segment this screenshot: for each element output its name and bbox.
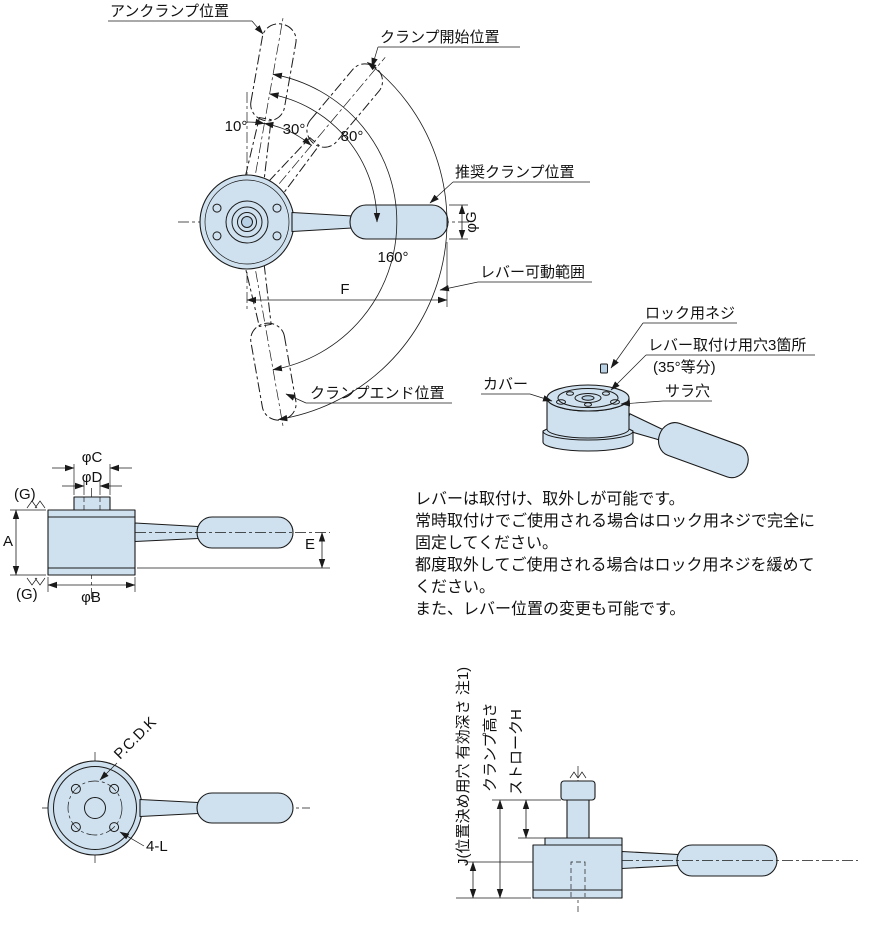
positioning-hole: [70, 783, 81, 794]
svg-text:ロック用ネジ: ロック用ネジ: [645, 305, 735, 322]
note-line: 固定してください。: [415, 534, 558, 552]
positioning-hole: [70, 822, 81, 833]
svg-text:レバー可動範囲: レバー可動範囲: [480, 263, 585, 281]
label-4-l: 4-L: [119, 831, 168, 855]
label-recommended-clamp-position: 推奨クランプ位置: [429, 164, 590, 204]
iso-body: [542, 363, 634, 452]
dim-label-phi-c: φC: [82, 449, 103, 466]
svg-text:4-L: 4-L: [146, 838, 168, 855]
label-clamp-end-position: クランプエンド位置: [285, 385, 452, 404]
thread-symbol: [26, 500, 46, 509]
side-body: [47, 509, 136, 569]
lever-recommended-position: [291, 204, 449, 240]
arc-lever-sweep: [277, 61, 448, 422]
label-unclamp-position: アンクランプ位置: [108, 3, 264, 35]
bottom-body: [47, 760, 143, 856]
svg-text:アンクランプ位置: アンクランプ位置: [110, 3, 229, 20]
dim-label-f: F: [340, 281, 349, 298]
label-cover: カバー: [481, 376, 553, 402]
svg-text:カバー: カバー: [483, 376, 528, 393]
mount-hole: [212, 231, 222, 241]
positioning-hole: [109, 783, 120, 794]
countersunk-hole: [610, 399, 620, 405]
lever-mount-hole: [584, 402, 592, 407]
stroke-body: [532, 844, 623, 899]
lever-mount-hole: [566, 391, 574, 396]
side-section-view: φC φD (G) A (G) φB E: [3, 449, 330, 606]
cover-edge: [557, 388, 619, 408]
svg-text:レバー取付け用穴3箇所: レバー取付け用穴3箇所: [648, 337, 806, 354]
svg-text:P.C.D.K: P.C.D.K: [111, 714, 160, 763]
rod-cap: [560, 780, 596, 801]
dim-label-e: E: [305, 536, 315, 553]
isometric-view: ロック用ネジ レバー取付け用穴3箇所 (35°等分) サラ穴 カバー: [481, 305, 815, 479]
dim-label-g-top: (G): [14, 486, 36, 503]
angle-label-30: 30°: [283, 121, 306, 138]
dim-label-j: J(位置決め用穴 有効深さ 注1): [455, 667, 472, 866]
label-clamp-start-position: クランプ開始位置: [371, 29, 520, 68]
center-hole: [84, 797, 106, 819]
positioning-hole-hidden: [570, 861, 586, 897]
svg-text:クランプ開始位置: クランプ開始位置: [380, 29, 500, 46]
label-lock-screw: ロック用ネジ: [610, 305, 737, 369]
positioning-hole: [109, 822, 120, 833]
stroke-top-plate: [544, 837, 623, 846]
label-lever-range: レバー可動範囲: [439, 263, 592, 292]
note-line: 都度取外してご使用される場合はロック用ネジを緩めて: [415, 556, 815, 574]
side-flange: [47, 567, 136, 576]
dim-label-clamp-height: クランプ高さ: [482, 702, 499, 792]
label-countersink: サラ穴: [620, 383, 712, 407]
iso-lever: [623, 413, 749, 479]
dim-label-phi-b: φB: [81, 589, 101, 606]
note-line: 常時取付けでご使用される場合はロック用ネジで完全に: [415, 512, 815, 530]
svg-text:推奨クランプ位置: 推奨クランプ位置: [455, 164, 575, 181]
main-angular-view: 10° 30° 80° 160° F φG アンクランプ位置 クランプ開始位置 …: [108, 3, 592, 429]
arc-10deg: [246, 118, 265, 126]
clamp-end-centerline: [255, 271, 284, 429]
stroke-side-view: ストロークH クランプ高さ J(位置決め用穴 有効深さ 注1): [455, 667, 858, 912]
svg-text:サラ穴: サラ穴: [665, 383, 710, 400]
angle-label-80: 80°: [341, 128, 364, 145]
dim-label-phi-d: φD: [82, 469, 103, 486]
svg-text:クランプエンド位置: クランプエンド位置: [310, 385, 445, 402]
dim-label-a: A: [3, 533, 13, 550]
note-line: ください。: [415, 578, 495, 596]
thread-symbol: [26, 577, 46, 586]
notes-block: レバーは取付け、取外しが可能です。 常時取付けでご使用される場合はロック用ネジで…: [415, 490, 815, 618]
bolt-circle: [67, 780, 123, 836]
thread-symbol: [569, 771, 587, 779]
note-line: また、レバー位置の変更も可能です。: [415, 600, 685, 618]
top-boss: [73, 496, 111, 511]
dim-label-stroke-h: ストロークH: [508, 709, 525, 795]
label-mount-holes: レバー取付け用穴3箇所: [610, 337, 815, 391]
clamp-body-top-view: [199, 174, 295, 270]
mount-hole: [212, 203, 222, 213]
bottom-view: P.C.D.K 4-L: [42, 714, 310, 864]
piston-rod: [566, 799, 590, 839]
lock-screw: [600, 363, 608, 374]
angle-label-10: 10°: [225, 118, 248, 135]
dim-label-g-bottom: (G): [16, 586, 38, 603]
label-35deg-division: (35°等分): [653, 358, 716, 376]
angle-label-160: 160°: [377, 249, 408, 266]
lever-mount-hole: [602, 391, 610, 396]
dim-label-phi-g: φG: [463, 211, 480, 232]
bottom-lever: [139, 792, 294, 824]
note-line: レバーは取付け、取外しが可能です。: [415, 490, 685, 508]
countersunk-hole: [556, 399, 566, 405]
